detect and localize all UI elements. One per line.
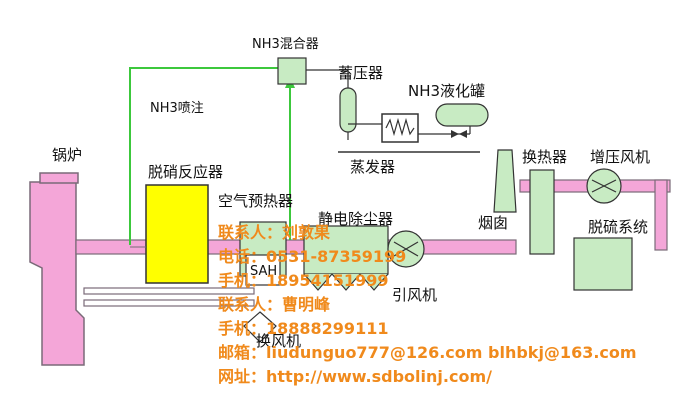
valve-icon-2 xyxy=(459,130,467,138)
label-accumulator: 蓄压器 xyxy=(338,64,383,82)
nh3-tank xyxy=(435,103,489,127)
air-duct-lower-1 xyxy=(83,287,255,295)
boiler-top xyxy=(39,172,79,184)
label-chimney: 烟囱 xyxy=(478,214,508,232)
contact-line-3: 手机：18954151999 xyxy=(218,271,388,290)
label-nh3-injection: NH3喷注 xyxy=(150,101,204,116)
label-sah: SAH xyxy=(250,264,277,279)
accumulator xyxy=(339,87,357,133)
flue-duct-right xyxy=(654,179,668,251)
contact-line-7: 网址：http://www.sdbolinj.com/ xyxy=(218,367,492,386)
valve-icon xyxy=(451,130,459,138)
label-nh3-mixer: NH3混合器 xyxy=(252,37,319,52)
esp-hoppers xyxy=(303,273,389,291)
evaporator-coil xyxy=(385,117,415,137)
contact-line-5: 手机：18888299111 xyxy=(218,319,388,338)
chimney xyxy=(493,149,517,213)
id-fan-blade-2 xyxy=(393,241,419,257)
label-esp: 静电除尘器 xyxy=(318,210,393,228)
booster-fan-blade-2 xyxy=(591,179,617,193)
sah-box xyxy=(245,254,281,286)
label-fan2: 换风机 xyxy=(256,332,301,350)
contact-line-6: 邮箱：liudunguo777@126.com blhbkj@163.com xyxy=(218,343,637,362)
label-nh3-tank: NH3液化罐 xyxy=(408,82,485,100)
heat-exchanger xyxy=(529,169,555,255)
label-boiler: 锅炉 xyxy=(52,146,82,164)
label-heat-exchanger: 换热器 xyxy=(522,148,567,166)
desulfurization-tower xyxy=(573,237,633,291)
label-desulfurization: 脱硫系统 xyxy=(588,218,648,236)
label-reactor: 脱硝反应器 xyxy=(148,163,223,181)
nh3-injection-line xyxy=(129,67,278,245)
nh3-mixer xyxy=(277,57,307,85)
label-evaporator: 蒸发器 xyxy=(350,158,395,176)
label-booster-fan: 增压风机 xyxy=(590,148,650,166)
air-duct-lower-2 xyxy=(83,299,255,307)
denitrification-reactor xyxy=(145,184,209,284)
label-air-preheater: 空气预热器 xyxy=(218,192,293,210)
boiler-body xyxy=(29,181,85,366)
fd-fan xyxy=(243,311,277,343)
contact-line-1: 联系人：刘敦果 xyxy=(218,223,330,242)
contact-line-2: 电话：0531-87359199 xyxy=(218,247,406,266)
contact-line-4: 联系人：曹明峰 xyxy=(218,295,331,314)
label-id-fan: 引风机 xyxy=(392,286,437,304)
